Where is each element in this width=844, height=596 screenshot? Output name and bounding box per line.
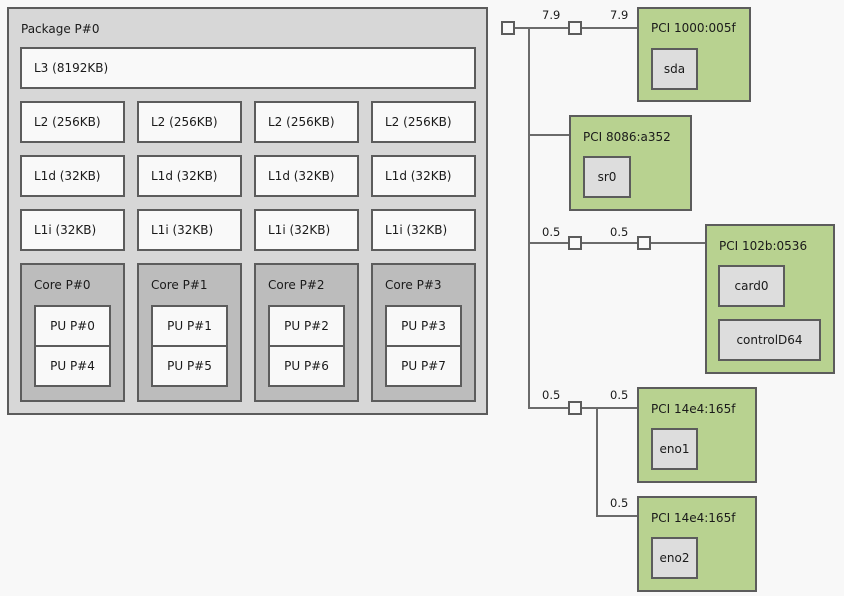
pu-label: PU P#1 (167, 319, 212, 333)
link-speed-label: 0.5 (610, 496, 629, 510)
os-device-label: card0 (734, 279, 769, 293)
os-device: card0 (718, 265, 785, 307)
os-device-label: sr0 (597, 170, 617, 184)
pu: PU P#2 (268, 305, 345, 347)
core-label: Core P#0 (34, 278, 91, 292)
pu: PU P#1 (151, 305, 228, 347)
l1i-cache-label: L1i (32KB) (385, 223, 448, 237)
pu-label: PU P#7 (401, 359, 446, 373)
pci-device-label: PCI 14e4:165f (651, 402, 736, 416)
link-line (528, 407, 638, 409)
os-device-label: eno1 (659, 442, 690, 456)
link-speed-label: 0.5 (542, 225, 561, 239)
l1i-cache: L1i (32KB) (254, 209, 359, 251)
pu: PU P#0 (34, 305, 111, 347)
link-line (528, 134, 570, 136)
l1d-cache: L1d (32KB) (20, 155, 125, 197)
host-bridge-icon (501, 21, 515, 35)
pu-label: PU P#4 (50, 359, 95, 373)
os-device-label: sda (663, 62, 686, 76)
link-line (528, 242, 706, 244)
pci-bridge-icon (568, 236, 582, 250)
l1d-cache-label: L1d (32KB) (385, 169, 452, 183)
l2-cache-label: L2 (256KB) (268, 115, 335, 129)
link-line (528, 27, 638, 29)
pu: PU P#4 (34, 345, 111, 387)
link-speed-label: 7.9 (610, 8, 629, 22)
l2-cache: L2 (256KB) (20, 101, 125, 143)
pci-bridge-icon (568, 21, 582, 35)
l3-cache: L3 (8192KB) (20, 47, 476, 89)
link-speed-label: 0.5 (542, 388, 561, 402)
pu: PU P#3 (385, 305, 462, 347)
pu: PU P#6 (268, 345, 345, 387)
core-label: Core P#1 (151, 278, 208, 292)
os-device: sr0 (583, 156, 631, 198)
l1i-cache-label: L1i (32KB) (151, 223, 214, 237)
os-device: controlD64 (718, 319, 821, 361)
pci-device-label: PCI 14e4:165f (651, 511, 736, 525)
l1i-cache-label: L1i (32KB) (268, 223, 331, 237)
pu-label: PU P#2 (284, 319, 329, 333)
package-label: Package P#0 (21, 22, 100, 36)
l1d-cache-label: L1d (32KB) (151, 169, 218, 183)
l1d-cache: L1d (32KB) (137, 155, 242, 197)
l3-cache-label: L3 (8192KB) (34, 61, 109, 75)
l2-cache-label: L2 (256KB) (151, 115, 218, 129)
l1i-cache: L1i (32KB) (371, 209, 476, 251)
l1d-cache-label: L1d (32KB) (268, 169, 335, 183)
l2-cache: L2 (256KB) (371, 101, 476, 143)
l1i-cache-label: L1i (32KB) (34, 223, 97, 237)
pci-device-label: PCI 1000:005f (651, 21, 736, 35)
l2-cache-label: L2 (256KB) (385, 115, 452, 129)
host-link-line (514, 27, 529, 29)
pu: PU P#5 (151, 345, 228, 387)
pci-device-label: PCI 8086:a352 (583, 130, 671, 144)
pci-bridge-icon (637, 236, 651, 250)
l1d-cache: L1d (32KB) (371, 155, 476, 197)
l1i-cache: L1i (32KB) (20, 209, 125, 251)
os-device: eno1 (651, 428, 698, 470)
link-line (596, 515, 638, 517)
l1i-cache: L1i (32KB) (137, 209, 242, 251)
link-speed-label: 0.5 (610, 388, 629, 402)
link-line (596, 407, 598, 517)
os-device-label: eno2 (659, 551, 690, 565)
core-label: Core P#2 (268, 278, 325, 292)
l2-cache-label: L2 (256KB) (34, 115, 101, 129)
pu: PU P#7 (385, 345, 462, 387)
pu-label: PU P#5 (167, 359, 212, 373)
core-label: Core P#3 (385, 278, 442, 292)
pu-label: PU P#3 (401, 319, 446, 333)
pci-bridge-icon (568, 401, 582, 415)
pu-label: PU P#6 (284, 359, 329, 373)
link-speed-label: 0.5 (610, 225, 629, 239)
l1d-cache-label: L1d (32KB) (34, 169, 101, 183)
l2-cache: L2 (256KB) (137, 101, 242, 143)
l2-cache: L2 (256KB) (254, 101, 359, 143)
os-device: sda (651, 48, 698, 90)
pu-label: PU P#0 (50, 319, 95, 333)
os-device-label: controlD64 (736, 333, 803, 347)
io-trunk-line (528, 27, 530, 409)
pci-device-label: PCI 102b:0536 (719, 239, 808, 253)
l1d-cache: L1d (32KB) (254, 155, 359, 197)
link-speed-label: 7.9 (542, 8, 561, 22)
os-device: eno2 (651, 537, 698, 579)
